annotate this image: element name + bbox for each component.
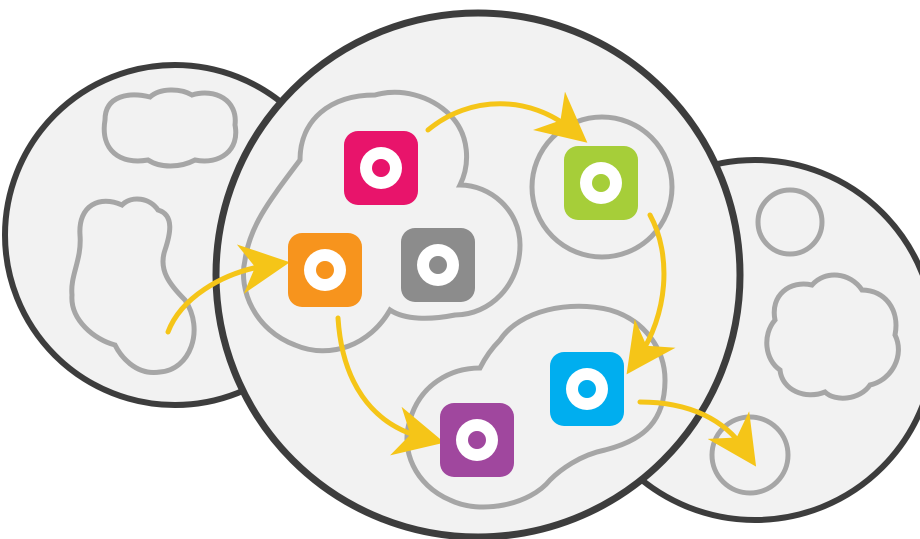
left-region-bottom xyxy=(69,196,197,375)
arrow-green-to-blue xyxy=(626,212,676,375)
node-green xyxy=(564,146,638,220)
right-region-small-top xyxy=(755,187,825,257)
right-region-middle xyxy=(764,272,901,401)
arrow-pink-to-green xyxy=(425,91,588,143)
arrow-blue-to-right-circle xyxy=(637,399,757,467)
arrow-orange-to-purple xyxy=(335,315,445,456)
node-orange xyxy=(288,233,362,307)
node-pink xyxy=(344,131,418,205)
node-blue xyxy=(550,352,624,426)
left-region-top xyxy=(101,87,239,169)
arrows xyxy=(165,91,757,467)
node-gray xyxy=(401,228,475,302)
node-purple xyxy=(440,403,514,477)
nodes xyxy=(288,131,638,477)
arrow-left-to-orange xyxy=(165,244,290,335)
